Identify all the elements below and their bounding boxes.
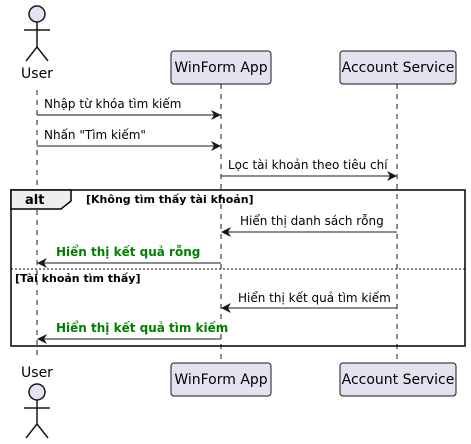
message-label: Lọc tài khoản theo tiêu chí — [228, 158, 388, 172]
message-label: Nhập từ khóa tìm kiếm — [44, 97, 181, 111]
message-label: Hiển thị kết quả tìm kiếm — [238, 291, 391, 305]
message-label-highlight: Hiển thị kết quả tìm kiếm — [56, 320, 228, 335]
participant-svc-bottom: Account Service — [339, 362, 457, 397]
fragment-guard-2: [Tài khoản tìm thấy] — [15, 272, 141, 285]
actor-head-icon — [28, 5, 46, 23]
participant-svc-label: Account Service — [342, 60, 455, 76]
actor-user-top: User — [21, 5, 53, 82]
actor-user-label: User — [21, 66, 53, 82]
actor-user-bottom: User — [21, 365, 53, 439]
participant-app-bottom: WinForm App — [170, 362, 272, 397]
alt-fragment: alt [Không tìm thấy tài khoản] [Tài khoả… — [10, 189, 466, 347]
fragment-operator: alt — [25, 193, 44, 208]
actor-user-label: User — [21, 365, 53, 381]
actor-head-icon — [28, 383, 46, 401]
message-label: Hiển thị danh sách rỗng — [240, 214, 384, 228]
message-label: Nhấn "Tìm kiếm" — [44, 128, 146, 142]
participant-app-top: WinForm App — [170, 50, 272, 85]
message-label-highlight: Hiển thị kết quả rỗng — [56, 244, 200, 259]
fragment-guard-1: [Không tìm thấy tài khoản] — [86, 193, 254, 206]
participant-svc-label: Account Service — [342, 372, 455, 388]
participant-app-label: WinForm App — [174, 60, 267, 76]
participant-app-label: WinForm App — [174, 372, 267, 388]
participant-svc-top: Account Service — [339, 50, 457, 85]
